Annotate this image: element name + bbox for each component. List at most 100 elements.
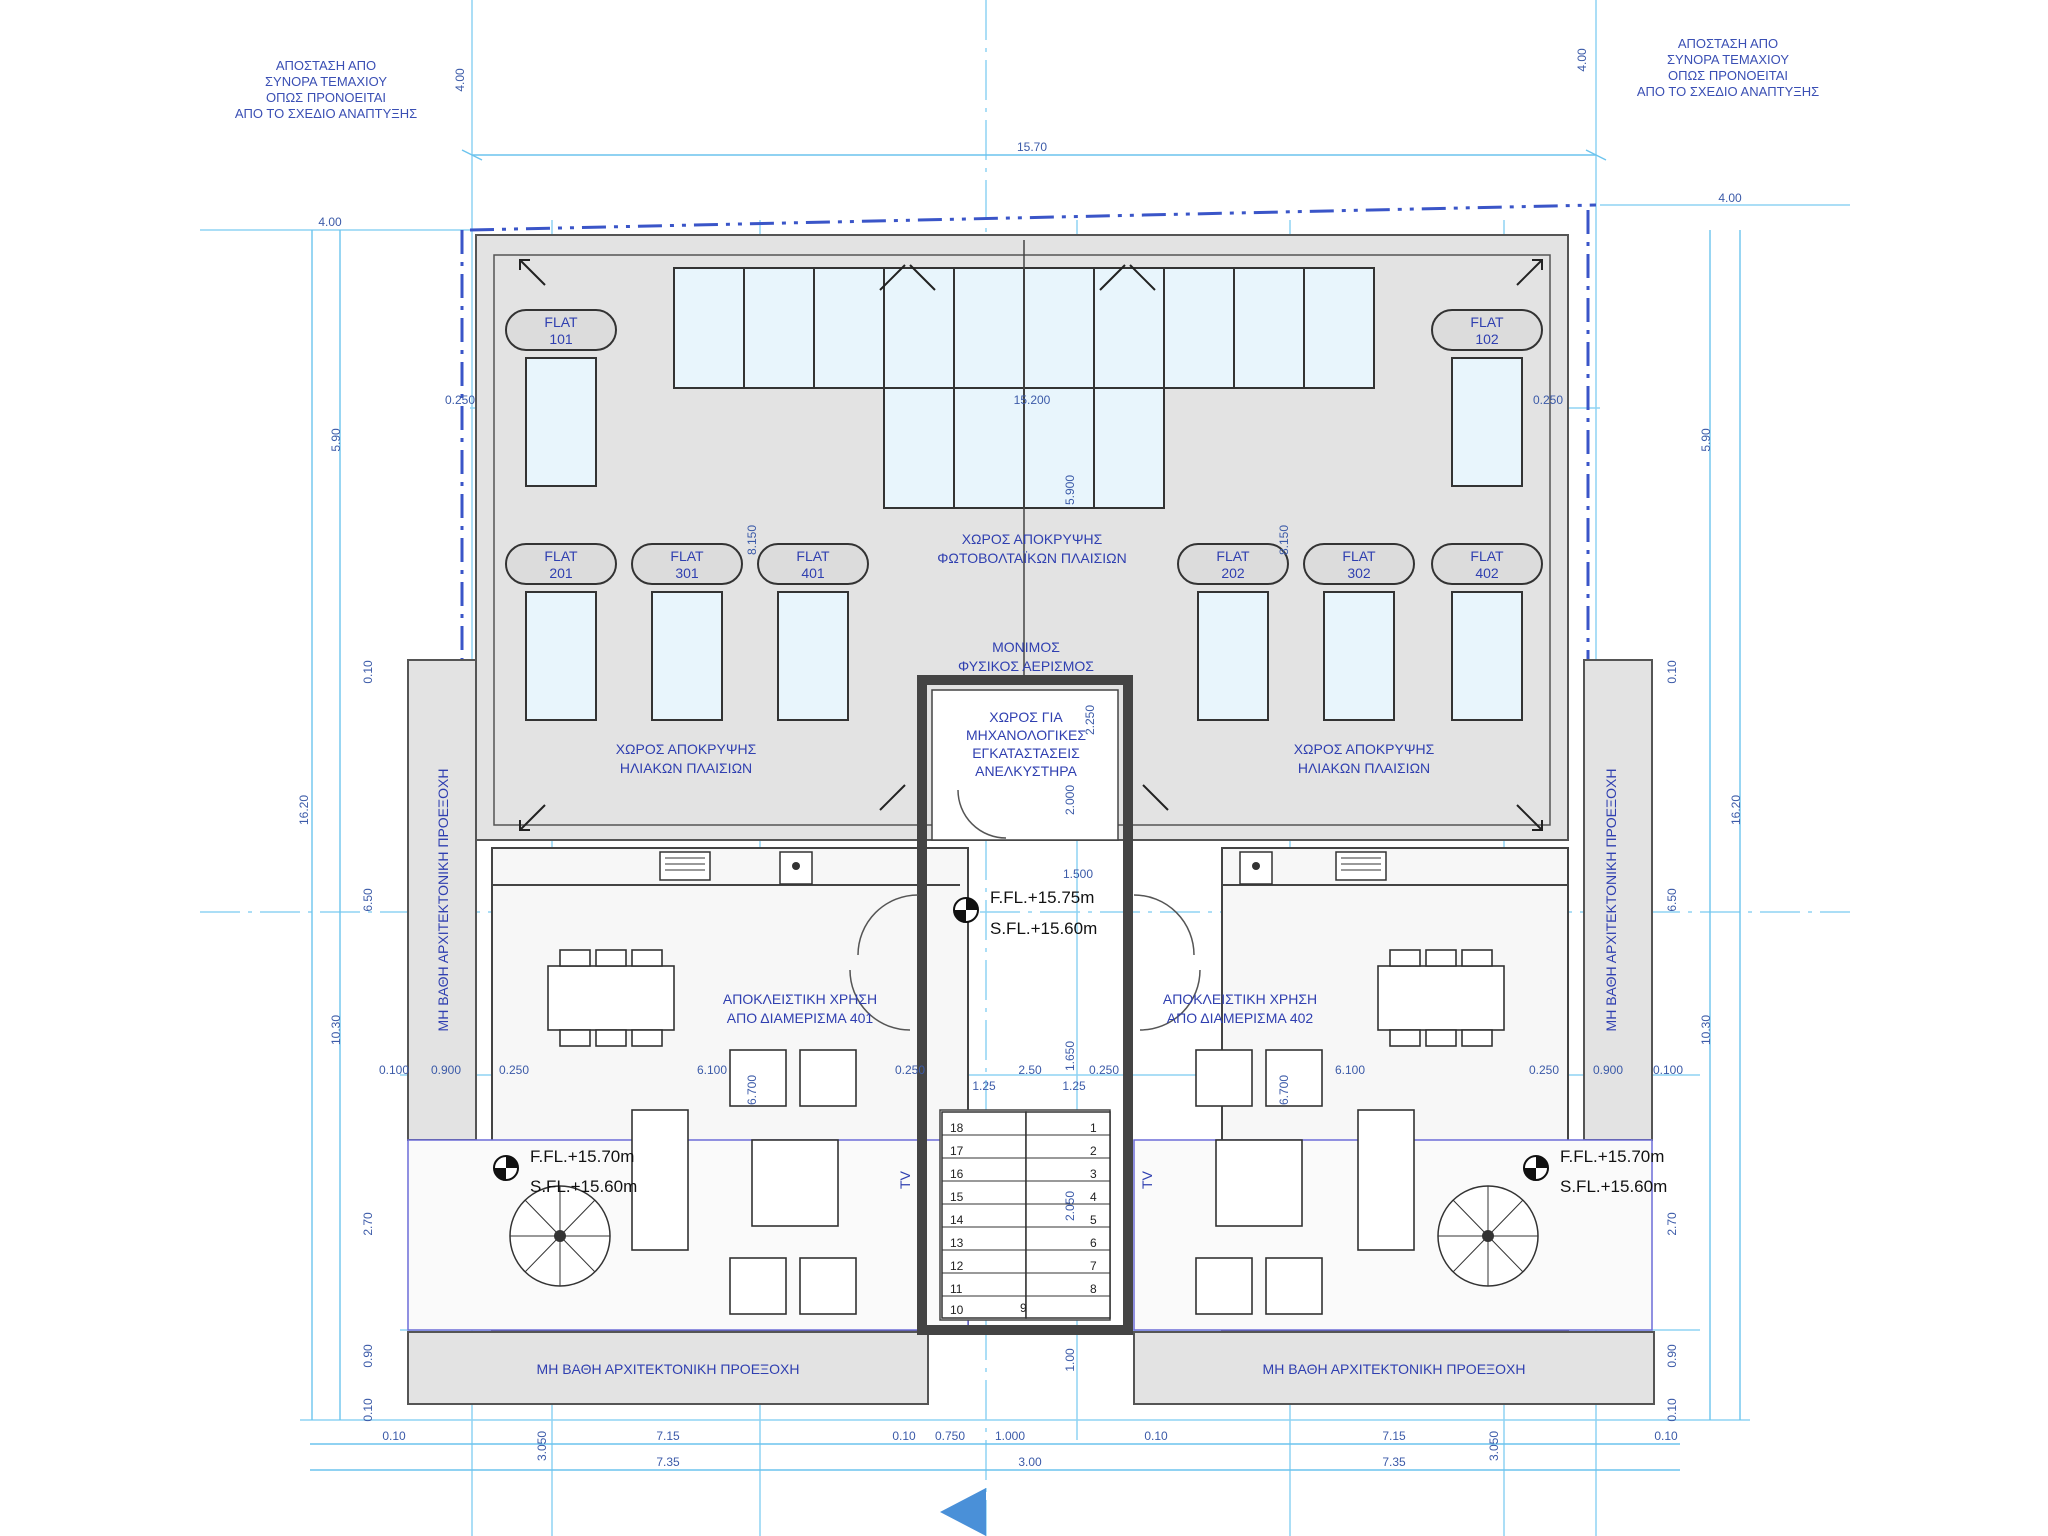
svg-text:3.050: 3.050 bbox=[535, 1431, 549, 1461]
svg-text:FLAT: FLAT bbox=[1470, 548, 1504, 564]
svg-text:F.FL.+15.70m: F.FL.+15.70m bbox=[530, 1147, 634, 1166]
svg-text:7.35: 7.35 bbox=[1382, 1455, 1406, 1469]
svg-text:18: 18 bbox=[950, 1121, 964, 1135]
stair-flight: 18 17 16 15 14 13 12 11 10 1 2 3 4 5 6 7… bbox=[941, 1111, 1111, 1319]
svg-text:7.15: 7.15 bbox=[656, 1429, 680, 1443]
svg-text:9: 9 bbox=[1020, 1301, 1027, 1315]
svg-text:0.10: 0.10 bbox=[892, 1429, 916, 1443]
svg-text:ΟΠΩΣ ΠΡΟΝΟΕΙΤΑΙ: ΟΠΩΣ ΠΡΟΝΟΕΙΤΑΙ bbox=[1668, 68, 1788, 83]
flat-tank-202: FLAT 202 bbox=[1177, 543, 1289, 585]
svg-text:15.70: 15.70 bbox=[1017, 140, 1047, 154]
svg-text:0.900: 0.900 bbox=[431, 1063, 461, 1077]
drain-arrow-icon bbox=[879, 264, 906, 291]
svg-text:ΑΝΕΛΚΥΣΤΗΡΑ: ΑΝΕΛΚΥΣΤΗΡΑ bbox=[975, 763, 1077, 779]
svg-text:ΑΠΟ ΤΟ ΣΧΕΔΙΟ ΑΝΑΠΤΥΞΗΣ: ΑΠΟ ΤΟ ΣΧΕΔΙΟ ΑΝΑΠΤΥΞΗΣ bbox=[1637, 84, 1819, 99]
svg-text:ΑΠΟΣΤΑΣΗ ΑΠΟ: ΑΠΟΣΤΑΣΗ ΑΠΟ bbox=[1678, 36, 1778, 51]
svg-text:0.100: 0.100 bbox=[379, 1063, 409, 1077]
drain-arrow-icon bbox=[1129, 264, 1156, 291]
svg-text:ΦΥΣΙΚΟΣ ΑΕΡΙΣΜΟΣ: ΦΥΣΙΚΟΣ ΑΕΡΙΣΜΟΣ bbox=[958, 658, 1094, 674]
svg-text:ΜΗ ΒΑΘΗ ΑΡΧΙΤΕΚΤΟΝΙΚΗ ΠΡΟΕΞΟΧΗ: ΜΗ ΒΑΘΗ ΑΡΧΙΤΕΚΤΟΝΙΚΗ ΠΡΟΕΞΟΧΗ bbox=[1263, 1361, 1526, 1377]
svg-text:FLAT: FLAT bbox=[544, 548, 578, 564]
svg-text:0.250: 0.250 bbox=[895, 1063, 925, 1077]
svg-text:102: 102 bbox=[1475, 331, 1499, 347]
svg-text:2: 2 bbox=[1090, 1144, 1097, 1158]
svg-text:ΜΟΝΙΜΟΣ: ΜΟΝΙΜΟΣ bbox=[992, 639, 1060, 655]
svg-text:3.050: 3.050 bbox=[1487, 1431, 1501, 1461]
svg-text:F.FL.+15.70m: F.FL.+15.70m bbox=[1560, 1147, 1664, 1166]
svg-text:402: 402 bbox=[1475, 565, 1499, 581]
door-swing-icon bbox=[849, 969, 911, 1031]
svg-text:5: 5 bbox=[1090, 1213, 1097, 1227]
dining-table-left bbox=[547, 965, 675, 1031]
svg-text:FLAT: FLAT bbox=[1342, 548, 1376, 564]
svg-text:3.00: 3.00 bbox=[1018, 1455, 1042, 1469]
svg-text:ΑΠΟΣΤΑΣΗ ΑΠΟ: ΑΠΟΣΤΑΣΗ ΑΠΟ bbox=[276, 58, 376, 73]
svg-text:0.250: 0.250 bbox=[499, 1063, 529, 1077]
svg-text:S.FL.+15.60m: S.FL.+15.60m bbox=[530, 1177, 637, 1196]
flat-tank-101: FLAT 101 bbox=[505, 309, 617, 351]
svg-text:7: 7 bbox=[1090, 1259, 1097, 1273]
drain-arrow-icon bbox=[909, 264, 936, 291]
svg-text:0.10: 0.10 bbox=[1665, 1398, 1679, 1422]
svg-text:ΧΩΡΟΣ ΑΠΟΚΡΥΨΗΣ: ΧΩΡΟΣ ΑΠΟΚΡΥΨΗΣ bbox=[962, 531, 1103, 547]
svg-text:11: 11 bbox=[950, 1282, 963, 1296]
door-swing-icon bbox=[1133, 894, 1195, 956]
svg-text:2.50: 2.50 bbox=[1018, 1063, 1042, 1077]
svg-text:0.250: 0.250 bbox=[1533, 393, 1563, 407]
drain-arrow-icon bbox=[1099, 264, 1126, 291]
svg-text:FLAT: FLAT bbox=[796, 548, 830, 564]
svg-text:10.30: 10.30 bbox=[329, 1015, 343, 1045]
coffee-table-right bbox=[1215, 1139, 1303, 1227]
svg-text:1.25: 1.25 bbox=[1062, 1079, 1086, 1093]
svg-text:6.100: 6.100 bbox=[697, 1063, 727, 1077]
svg-text:ΜΗΧΑΝΟΛΟΓΙΚΕΣ: ΜΗΧΑΝΟΛΟΓΙΚΕΣ bbox=[966, 727, 1086, 743]
solar-heaters bbox=[525, 357, 1523, 721]
coffee-table-left bbox=[751, 1139, 839, 1227]
svg-text:5.900: 5.900 bbox=[1063, 475, 1077, 505]
mech-room bbox=[931, 689, 1119, 841]
projection-right bbox=[1583, 659, 1653, 1141]
drain-arrow-icon bbox=[879, 784, 906, 811]
svg-text:ΜΗ ΒΑΘΗ ΑΡΧΙΤΕΚΤΟΝΙΚΗ ΠΡΟΕΞΟΧΗ: ΜΗ ΒΑΘΗ ΑΡΧΙΤΕΚΤΟΝΙΚΗ ΠΡΟΕΞΟΧΗ bbox=[1603, 769, 1619, 1032]
svg-text:0.100: 0.100 bbox=[1653, 1063, 1683, 1077]
doors bbox=[849, 789, 1201, 1031]
svg-text:F.FL.+15.75m: F.FL.+15.75m bbox=[990, 888, 1094, 907]
svg-text:1.000: 1.000 bbox=[995, 1429, 1025, 1443]
stair-core bbox=[917, 675, 1133, 1335]
svg-text:0.250: 0.250 bbox=[1529, 1063, 1559, 1077]
dining-table-right bbox=[1377, 965, 1505, 1031]
svg-text:16: 16 bbox=[950, 1167, 964, 1181]
svg-text:4.00: 4.00 bbox=[453, 68, 467, 92]
svg-text:ΧΩΡΟΣ ΓΙΑ: ΧΩΡΟΣ ΓΙΑ bbox=[989, 709, 1063, 725]
svg-text:ΧΩΡΟΣ ΑΠΟΚΡΥΨΗΣ: ΧΩΡΟΣ ΑΠΟΚΡΥΨΗΣ bbox=[1294, 741, 1435, 757]
svg-text:7.15: 7.15 bbox=[1382, 1429, 1406, 1443]
svg-text:202: 202 bbox=[1221, 565, 1245, 581]
svg-text:6.700: 6.700 bbox=[1277, 1075, 1291, 1105]
svg-text:ΗΛΙΑΚΩΝ ΠΛΑΙΣΙΩΝ: ΗΛΙΑΚΩΝ ΠΛΑΙΣΙΩΝ bbox=[620, 760, 752, 776]
projection-left bbox=[407, 659, 477, 1141]
direction-arrow-icon bbox=[940, 1488, 986, 1536]
svg-text:10: 10 bbox=[950, 1303, 964, 1317]
setback-note-right: ΑΠΟΣΤΑΣΗ ΑΠΟ ΣΥΝΟΡΑ ΤΕΜΑΧΙΟΥ ΟΠΩΣ ΠΡΟΝΟΕ… bbox=[1637, 36, 1819, 99]
terrace-furniture-right bbox=[1195, 851, 1539, 1315]
svg-text:6.50: 6.50 bbox=[1665, 888, 1679, 912]
svg-text:201: 201 bbox=[549, 565, 573, 581]
flat-tanks: FLAT 101 FLAT 102 FLAT 201 FLAT 301 FLAT… bbox=[505, 309, 1543, 585]
projection-bottom-right bbox=[1133, 1331, 1655, 1405]
svg-text:ΣΥΝΟΡΑ ΤΕΜΑΧΙΟΥ: ΣΥΝΟΡΑ ΤΕΜΑΧΙΟΥ bbox=[1667, 52, 1789, 67]
svg-text:5.90: 5.90 bbox=[1699, 428, 1713, 452]
svg-text:0.10: 0.10 bbox=[361, 1398, 375, 1422]
svg-text:16.20: 16.20 bbox=[1729, 795, 1743, 825]
svg-text:ΧΩΡΟΣ ΑΠΟΚΡΥΨΗΣ: ΧΩΡΟΣ ΑΠΟΚΡΥΨΗΣ bbox=[616, 741, 757, 757]
svg-text:ΕΓΚΑΤΑΣΤΑΣΕΙΣ: ΕΓΚΑΤΑΣΤΑΣΕΙΣ bbox=[972, 745, 1080, 761]
drain-arrow-icon bbox=[1142, 784, 1169, 811]
level-markers: F.FL.+15.75m S.FL.+15.60m F.FL.+15.70m S… bbox=[493, 888, 1667, 1196]
svg-text:13: 13 bbox=[950, 1236, 964, 1250]
svg-text:0.250: 0.250 bbox=[445, 393, 475, 407]
svg-text:FLAT: FLAT bbox=[1216, 548, 1250, 564]
level-marker-right: F.FL.+15.70m S.FL.+15.60m bbox=[1523, 1147, 1667, 1196]
setback-note-left: ΑΠΟΣΤΑΣΗ ΑΠΟ ΣΥΝΟΡΑ ΤΕΜΑΧΙΟΥ ΟΠΩΣ ΠΡΟΝΟΕ… bbox=[235, 58, 417, 121]
svg-text:0.10: 0.10 bbox=[382, 1429, 406, 1443]
svg-text:ΗΛΙΑΚΩΝ ΠΛΑΙΣΙΩΝ: ΗΛΙΑΚΩΝ ΠΛΑΙΣΙΩΝ bbox=[1298, 760, 1430, 776]
svg-text:0.10: 0.10 bbox=[1654, 1429, 1678, 1443]
